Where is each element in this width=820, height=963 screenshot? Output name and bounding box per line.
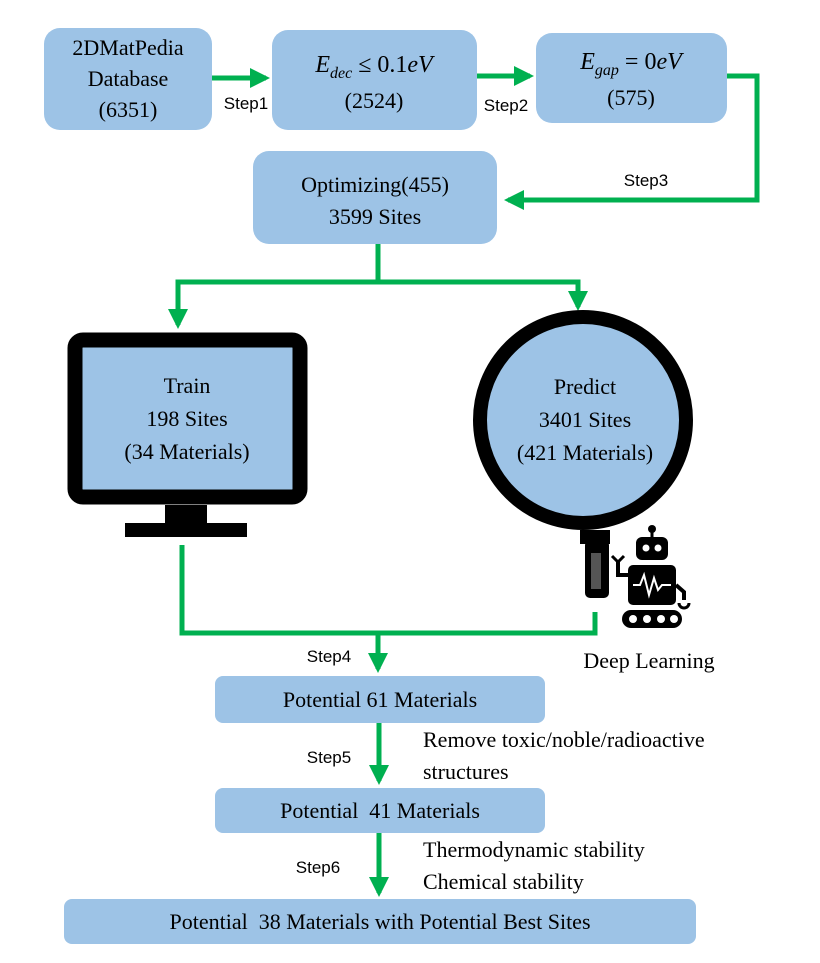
db-line1: 2DMatPedia — [72, 35, 183, 60]
db-line2: Database — [88, 66, 169, 91]
edec-count: (2524) — [345, 88, 404, 113]
line-predict-down — [378, 612, 598, 636]
opt-line1: Optimizing(455) — [301, 172, 449, 197]
node-optimizing: Optimizing(455) 3599 Sites — [253, 151, 497, 244]
pot41-label: Potential 41 Materials — [280, 798, 480, 823]
step6-label: Step6 — [296, 858, 340, 877]
step2-label: Step2 — [484, 96, 528, 115]
node-edec: Edec ≤ 0.1eV (2524) — [272, 30, 477, 130]
predict-line3: (421 Materials) — [517, 440, 653, 465]
train-line2: 198 Sites — [146, 406, 227, 431]
egap-count: (575) — [607, 85, 655, 110]
step1-label: Step1 — [224, 94, 268, 113]
node-egap: Egap = 0eV (575) — [536, 33, 727, 123]
robot-icon — [610, 525, 691, 628]
node-database: 2DMatPedia Database (6351) — [44, 28, 212, 130]
pot38-label: Potential 38 Materials with Potential Be… — [169, 909, 590, 934]
step5-note-line2: structures — [423, 759, 509, 784]
pot61-label: Potential 61 Materials — [283, 687, 477, 712]
step5-note-line1: Remove toxic/noble/radioactive — [423, 727, 705, 752]
line-train-down — [179, 545, 378, 636]
node-potential-38: Potential 38 Materials with Potential Be… — [64, 899, 696, 944]
deep-learning-label: Deep Learning — [583, 648, 714, 673]
edec-formula: Edec ≤ 0.1eV — [314, 52, 435, 82]
step6-note-line1: Thermodynamic stability — [423, 837, 645, 862]
opt-line2: 3599 Sites — [329, 204, 421, 229]
step4-label: Step4 — [307, 647, 351, 666]
db-line3: (6351) — [99, 97, 158, 122]
magnifier-icon: Predict 3401 Sites (421 Materials) — [473, 310, 693, 598]
connectors — [168, 66, 760, 897]
node-potential-41: Potential 41 Materials — [215, 788, 545, 833]
predict-line2: 3401 Sites — [539, 407, 631, 432]
node-potential-61: Potential 61 Materials — [215, 676, 545, 723]
step5-label: Step5 — [307, 748, 351, 767]
train-line1: Train — [164, 373, 211, 398]
arrow-step3 — [504, 73, 760, 210]
monitor-icon: Train 198 Sites (34 Materials) — [67, 332, 308, 537]
egap-formula: Egap = 0eV — [579, 49, 684, 79]
arrow-to-predict — [378, 279, 588, 311]
train-line3: (34 Materials) — [124, 439, 249, 464]
step6-note-line2: Chemical stability — [423, 869, 584, 894]
step3-label: Step3 — [624, 171, 668, 190]
arrow-to-train — [168, 244, 381, 329]
predict-line1: Predict — [554, 374, 616, 399]
